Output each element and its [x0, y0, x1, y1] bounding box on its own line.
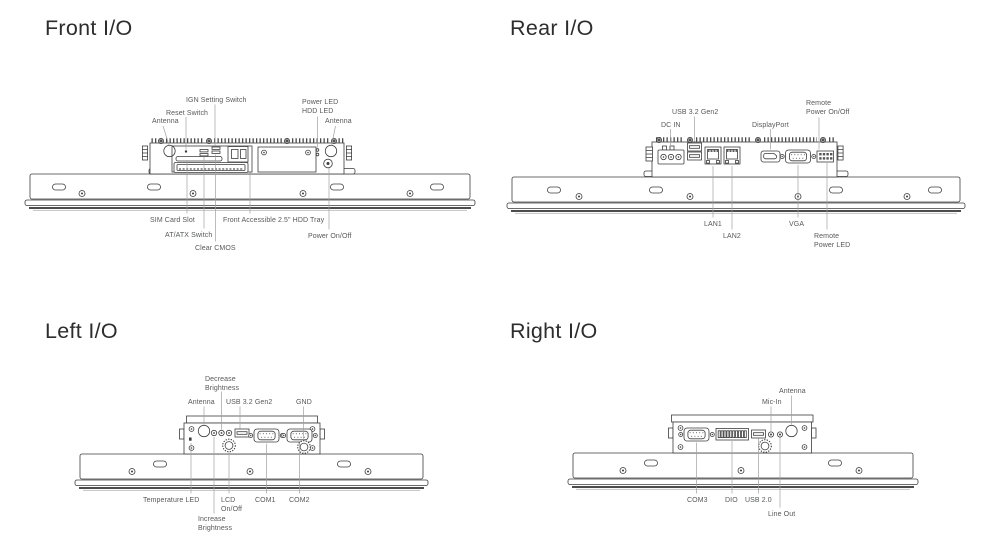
right-label-antenna: Antenna — [779, 387, 806, 395]
displayport-port — [760, 150, 781, 163]
left-io-title: Left I/O — [45, 319, 118, 343]
left-label-usb: USB 3.2 Gen2 — [226, 398, 273, 406]
front-label-reset-switch: Reset Switch — [166, 109, 209, 117]
dio-terminal — [715, 428, 749, 441]
right-label-line-out: Line Out — [768, 510, 796, 518]
usb20-port — [751, 429, 766, 439]
rear-device-drawing — [506, 136, 966, 214]
rear-label-remote-power-on-off: Remote Power On/Off — [806, 99, 850, 117]
front-label-antenna-left: Antenna — [152, 118, 179, 125]
right-chassis-body — [572, 452, 914, 479]
rear-io-title: Rear I/O — [510, 16, 594, 40]
left-label-lcd-on-off: LCD On/Off — [221, 496, 243, 514]
rear-label-displayport: DisplayPort — [752, 121, 789, 129]
antenna-connector-left-icon — [141, 145, 149, 161]
left-label-temperature-led: Temperature LED — [143, 496, 200, 504]
ign-switch-shape — [211, 146, 221, 150]
remote-power-terminal — [816, 150, 834, 163]
front-label-clear-cmos: Clear CMOS — [195, 244, 236, 252]
left-bezel-lip — [74, 479, 429, 486]
front-label-ign-setting-switch: IGN Setting Switch — [186, 96, 247, 104]
left-device-drawing — [74, 415, 429, 491]
rear-label-lan1: LAN1 — [704, 220, 722, 228]
leader-lines — [162, 104, 828, 514]
right-label-usb: USB 2.0 — [745, 496, 772, 504]
front-label-power-hdd-led: Power LED HDD LED — [302, 98, 339, 116]
front-label-sim-card-slot: SIM Card Slot — [150, 216, 195, 224]
rear-label-remote-power-led: Remote Power LED — [814, 232, 851, 250]
right-bezel-lip — [567, 478, 919, 485]
com3-port — [678, 427, 715, 442]
right-antenna-hole — [785, 424, 798, 438]
at-atx-switch-shape — [199, 149, 209, 153]
front-label-power-on-off: Power On/Off — [308, 232, 352, 240]
left-usb-port — [234, 428, 250, 438]
left-antenna-hole — [197, 424, 211, 438]
right-io-title: Right I/O — [510, 319, 598, 343]
hdd-tray-slot-shape — [173, 162, 249, 173]
reset-switch-hole — [184, 150, 188, 153]
right-label-dio: DIO — [725, 496, 738, 504]
knurled-stud — [222, 438, 236, 453]
right-device-drawing — [567, 414, 919, 490]
rear-label-dc-in: DC IN — [661, 121, 681, 129]
left-label-com2: COM2 — [289, 496, 310, 504]
front-label-antenna-right: Antenna — [325, 118, 352, 125]
front-device-drawing — [24, 137, 476, 211]
rear-label-lan2: LAN2 — [723, 232, 741, 240]
sim-card-slot-shape — [175, 156, 223, 162]
left-label-com1: COM1 — [255, 496, 276, 504]
left-label-decrease-brightness: Decrease Brightness — [205, 375, 240, 393]
rear-bezel-lip — [506, 202, 966, 209]
rear-label-vga: VGA — [789, 220, 805, 228]
left-io-top-plate — [186, 415, 318, 424]
vga-port — [779, 149, 817, 164]
lan1-port — [704, 146, 722, 165]
front-label-at-atx-switch: AT/ATX Switch — [165, 231, 213, 239]
front-label-hdd-tray: Front Accessible 2.5" HDD Tray — [223, 216, 325, 224]
left-chassis-body — [79, 453, 424, 480]
power-led-hole — [315, 148, 320, 152]
right-label-com3: COM3 — [687, 496, 708, 504]
left-label-antenna: Antenna — [188, 398, 215, 406]
antenna-connector-right-icon — [345, 145, 353, 161]
right-label-mic-in: Mic-In — [762, 398, 782, 406]
left-label-gnd: GND — [296, 398, 312, 406]
rear-label-usb: USB 3.2 Gen2 — [672, 108, 719, 116]
antenna-connector-icon — [837, 145, 844, 161]
dc-in-terminal — [657, 145, 685, 165]
left-label-increase-brightness: Increase Brightness — [198, 515, 233, 533]
knurled-stud — [758, 439, 772, 453]
temperature-led-shape — [189, 437, 192, 441]
hdd-led-hole — [315, 152, 320, 157]
com1-port — [248, 428, 285, 443]
front-io-title: Front I/O — [45, 16, 133, 40]
brightness-lcd-buttons — [210, 429, 233, 437]
front-antenna-hole-right — [324, 144, 338, 158]
front-antenna-hole-left — [163, 144, 176, 158]
lan2-port — [723, 146, 741, 165]
com2-port — [281, 428, 318, 443]
